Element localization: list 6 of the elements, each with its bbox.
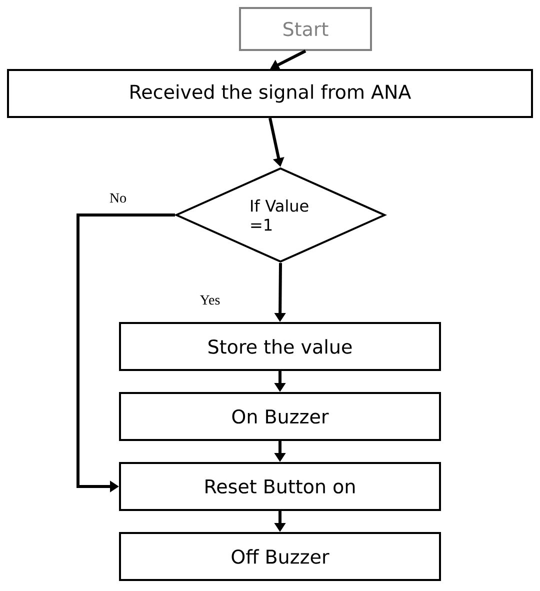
- process-box: Store the value: [119, 322, 441, 371]
- process-box: Reset Button on: [119, 462, 441, 511]
- process-box: Off Buzzer: [119, 532, 441, 581]
- start-box: Start: [239, 7, 372, 51]
- process-box: On Buzzer: [119, 392, 441, 441]
- process-box: Received the signal from ANA: [7, 69, 533, 118]
